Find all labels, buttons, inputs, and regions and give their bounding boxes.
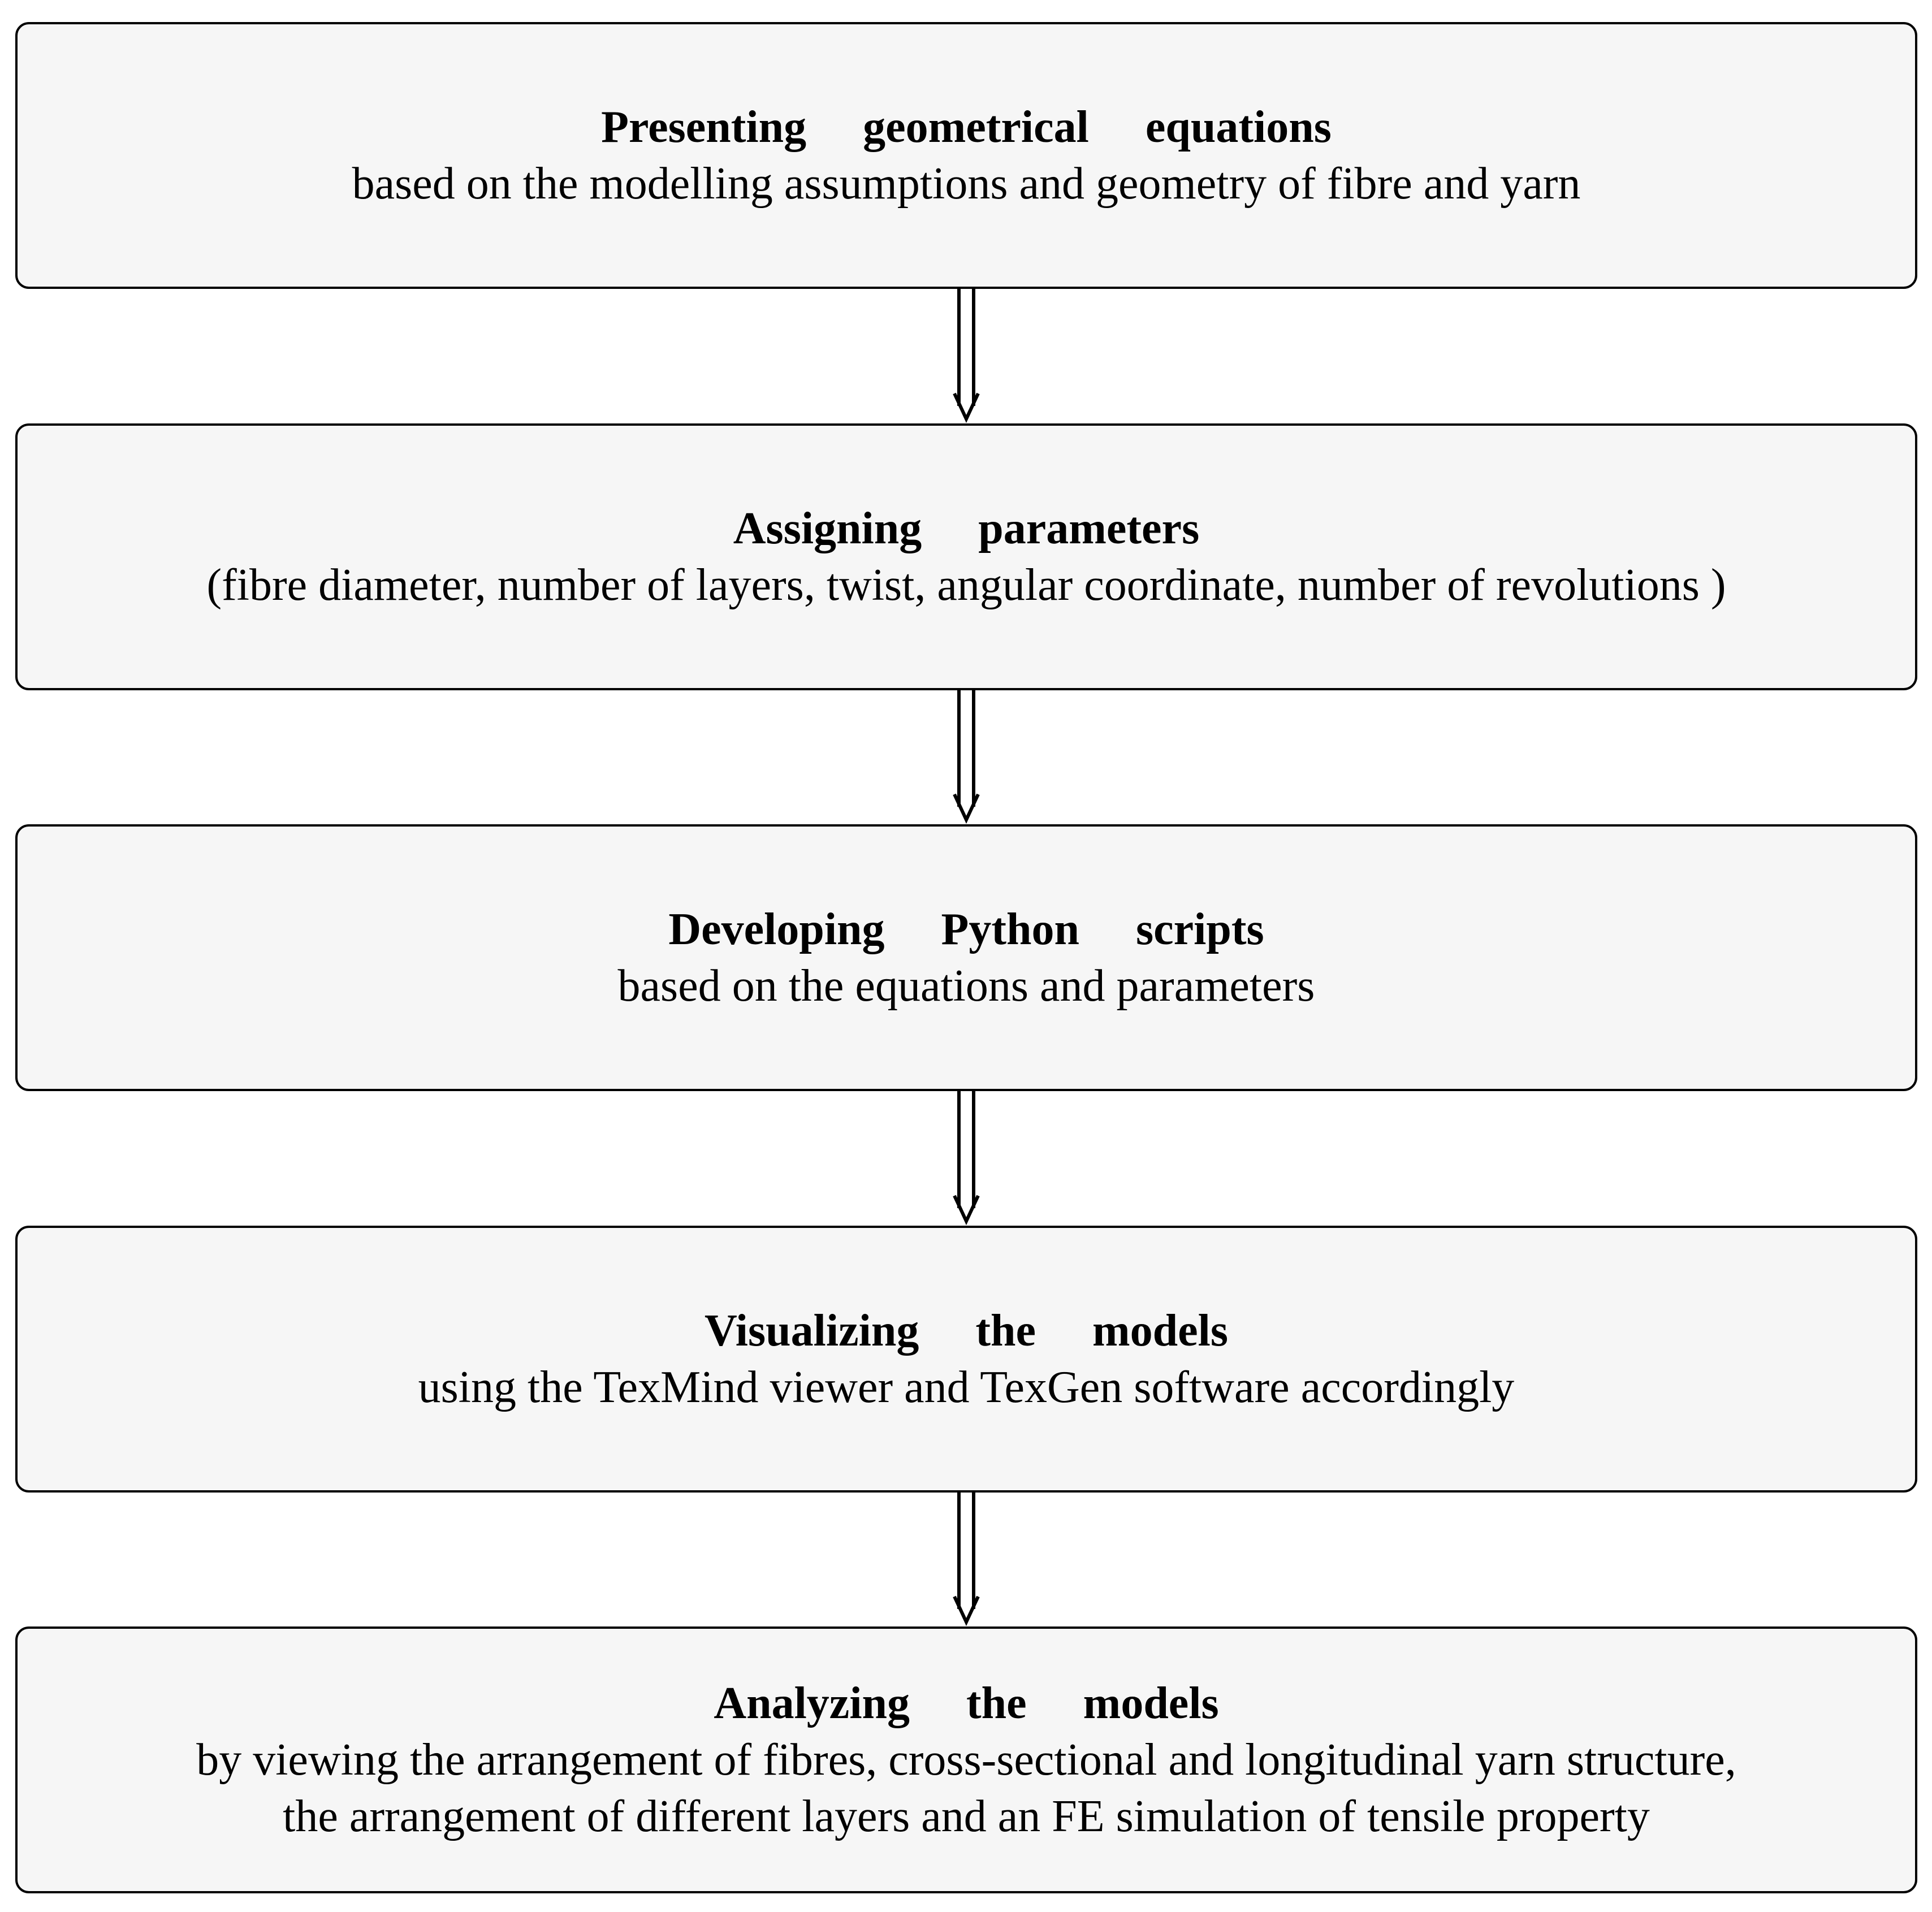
step-title: Presenting geometrical equations [601,102,1332,152]
step-description: using the TexMind viewer and TexGen soft… [418,1362,1515,1412]
step-box-presenting-equations: Presenting geometrical equations based o… [15,22,1917,289]
step-title: Assigning parameters [733,504,1200,553]
step-description: based on the modelling assumptions and g… [352,159,1581,209]
step-description: (fibre diameter, number of layers, twist… [206,560,1726,610]
step-description: based on the equations and parameters [617,961,1315,1011]
double-arrow-2 [953,690,980,824]
double-arrow-3 [953,1091,980,1226]
step-title: Developing Python scripts [668,905,1264,954]
step-box-developing-scripts: Developing Python scripts based on the e… [15,824,1917,1091]
step-title: Analyzing the models [714,1679,1219,1728]
step-description: by viewing the arrangement of fibres, cr… [196,1735,1736,1841]
step-title: Visualizing the models [704,1306,1228,1356]
step-box-visualizing-models: Visualizing the models using the TexMind… [15,1226,1917,1493]
step-box-assigning-parameters: Assigning parameters (fibre diameter, nu… [15,423,1917,690]
double-arrow-4 [953,1493,980,1627]
step-box-analyzing-models: Analyzing the models by viewing the arra… [15,1627,1917,1893]
double-arrow-1 [953,289,980,423]
